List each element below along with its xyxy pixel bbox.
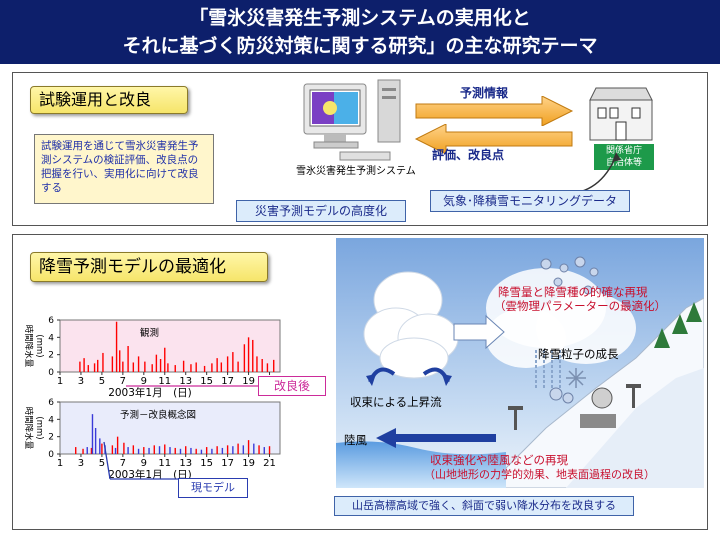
chart-1-xtick-label: 1 <box>57 376 63 387</box>
white-arrow <box>453 314 505 350</box>
title-bar: 「雪氷災害発生予測システムの実用化と それに基づく防災対策に関する研究」の主な研… <box>0 0 720 64</box>
chart-1-ylabel: (mm) <box>34 334 44 357</box>
chart-2-xlabel: 2003年1月 (日) <box>108 468 192 481</box>
chart-1-xlabel: 2003年1月 (日) <box>108 386 192 399</box>
chart-1-ytick-label: 2 <box>48 351 54 361</box>
chart-2-title: 予測－改良概念図 <box>120 409 196 421</box>
forecast-arrow <box>415 96 574 126</box>
particle-growth-label: 降雪粒子の成長 <box>538 347 619 361</box>
chart-1-xtick-label: 15 <box>200 376 213 387</box>
agency-label: 関係省庁 自治体等 <box>594 144 654 170</box>
bottom-note-box: 山岳高標高域で強く、斜面で弱い降水分布を改良する <box>334 496 634 516</box>
updraft-label: 収束による上昇流 <box>350 395 442 409</box>
chart-1-ylabel: 時間降水量 <box>23 325 34 368</box>
chart-1-xtick-label: 3 <box>78 376 84 387</box>
weather-diagram <box>336 238 704 488</box>
computer-label: 雪氷災害発生予測システム <box>296 166 416 177</box>
chart-2-ylabel: (mm) <box>34 416 44 439</box>
mountain-slope <box>566 368 704 488</box>
chart-2-xtick-label: 19 <box>242 458 255 469</box>
chart-1-ytick-label: 0 <box>48 368 54 378</box>
convergence-sub: （山地地形の力学的効果、地表面過程の改良） <box>424 468 655 481</box>
building-icon <box>589 87 653 141</box>
chart-2-xtick-label: 9 <box>141 458 147 469</box>
forecast-label: 予測情報 <box>460 86 509 100</box>
chart-1-xtick-label: 17 <box>221 376 234 387</box>
improved-box: 改良後 <box>258 376 326 396</box>
precip-reproduction-sub: （雲物理パラメーターの最適化） <box>494 299 667 313</box>
snow-particles-icon <box>540 256 599 404</box>
chart-2-xtick-label: 11 <box>158 458 171 469</box>
chart-1-title: 観測 <box>140 327 159 339</box>
chart-2-xtick-label: 17 <box>221 458 234 469</box>
chart-2-ytick-label: 6 <box>48 398 54 408</box>
chart-1-plot-area <box>59 319 281 373</box>
section-1-note: 試験運用を通じて雪氷災害発生予測システムの検証評価、改良点の把握を行い、実用化に… <box>34 134 214 204</box>
precipitation-charts: 024613579111315171921観測2003年1月 (日)時間降水量(… <box>23 316 281 481</box>
chart-2-ytick-label: 0 <box>48 450 54 460</box>
snow-crystal-icon <box>566 368 586 388</box>
land-breeze-arrow <box>376 428 496 448</box>
chart-2-xtick-label: 21 <box>263 458 276 469</box>
section-1-heading: 試験運用と改良 <box>30 86 188 114</box>
agency-label-line-1: 関係省庁 <box>605 146 642 156</box>
title-line-1: 「雪氷災害発生予測システムの実用化と <box>189 7 531 29</box>
section-2-heading: 降雪予測モデルの最適化 <box>30 252 268 282</box>
precip-streaks <box>535 350 561 388</box>
chart-1-xtick-label: 9 <box>141 376 147 387</box>
evaluation-label: 評価、改良点 <box>432 148 505 162</box>
chart-1-xtick-label: 7 <box>120 376 126 387</box>
agency-label-line-2: 自治体等 <box>605 158 642 168</box>
chart-1-ytick-label: 6 <box>48 316 54 326</box>
observation-instruments <box>508 384 641 430</box>
chart-1-xtick-label: 13 <box>179 376 192 387</box>
sea <box>336 441 506 488</box>
chart-2-xtick-label: 13 <box>179 458 192 469</box>
chart-2-xtick-label: 7 <box>120 458 126 469</box>
chart-1-xtick-label: 5 <box>99 376 105 387</box>
chart-1-xtick-label: 19 <box>242 376 255 387</box>
chart-1-xtick-label: 11 <box>158 376 171 387</box>
monitoring-box: 気象･降積雪モニタリングデータ <box>430 190 630 212</box>
precip-reproduction-label: 降雪量と降雪種の的確な再現 <box>498 285 648 299</box>
model-box: 災害予測モデルの高度化 <box>236 200 406 222</box>
chart-2-ytick-label: 4 <box>48 415 54 425</box>
evaluation-arrow <box>414 124 573 154</box>
chart-2-xtick-label: 5 <box>99 458 105 469</box>
left-cloud <box>363 271 459 379</box>
land-breeze-label: 陸風 <box>344 433 367 447</box>
convergence-label: 収束強化や陸風などの再現 <box>430 453 568 467</box>
chart-2-ytick-label: 2 <box>48 433 54 443</box>
current-model-box: 現モデル <box>178 478 248 498</box>
right-cloud <box>486 268 636 368</box>
chart-2-xtick-label: 15 <box>200 458 213 469</box>
title-line-2: それに基づく防災対策に関する研究」の主な研究テーマ <box>122 35 598 57</box>
chart-2-xtick-label: 3 <box>78 458 84 469</box>
current-connector-line-1 <box>103 441 111 480</box>
chart-2-xtick-label: 1 <box>57 458 63 469</box>
chart-2-ylabel: 時間降水量 <box>23 407 34 450</box>
computer-icon <box>303 79 401 161</box>
chart-1-ytick-label: 4 <box>48 333 54 343</box>
trees <box>654 302 702 348</box>
